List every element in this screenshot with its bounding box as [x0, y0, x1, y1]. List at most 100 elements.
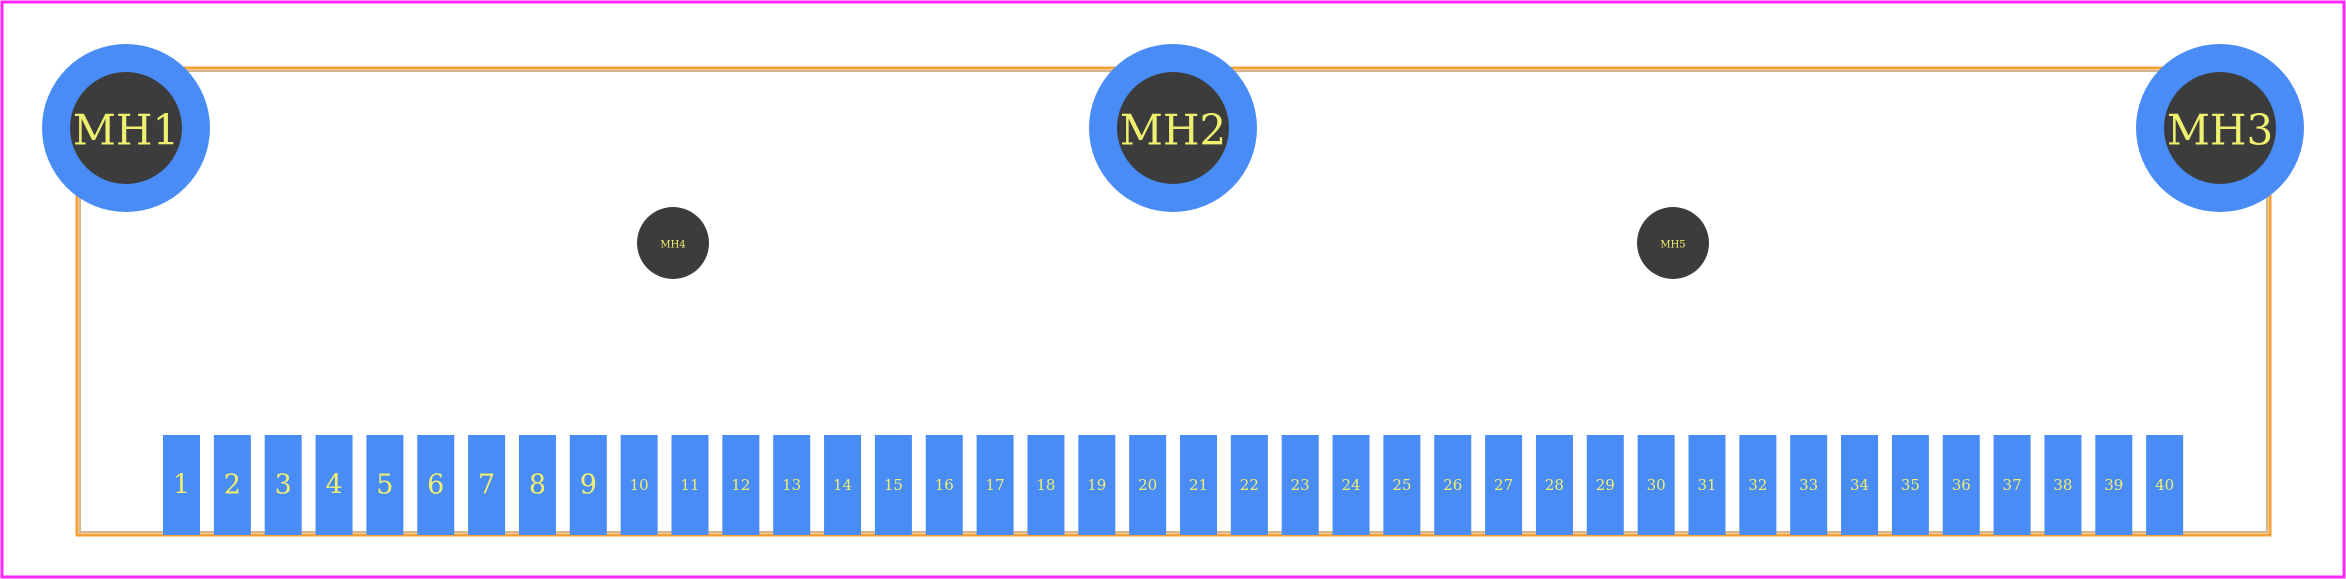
- pad-3[interactable]: 3: [264, 435, 302, 535]
- pad-label: 22: [1240, 476, 1259, 494]
- pad-shape: [1281, 435, 1319, 535]
- pad-33[interactable]: 33: [1790, 435, 1828, 535]
- pad-34[interactable]: 34: [1841, 435, 1879, 535]
- pad-40[interactable]: 40: [2146, 435, 2184, 535]
- pad-label: 37: [2003, 476, 2022, 494]
- pad-32[interactable]: 32: [1739, 435, 1777, 535]
- pad-27[interactable]: 27: [1485, 435, 1523, 535]
- pad-label: 7: [478, 470, 495, 501]
- pad-shape: [518, 435, 556, 535]
- pad-label: 29: [1596, 476, 1615, 494]
- pad-15[interactable]: 15: [874, 435, 912, 535]
- pad-shape: [620, 435, 658, 535]
- pad-shape: [1485, 435, 1523, 535]
- pad-31[interactable]: 31: [1688, 435, 1726, 535]
- pad-14[interactable]: 14: [824, 435, 862, 535]
- pad-38[interactable]: 38: [2044, 435, 2082, 535]
- pad-11[interactable]: 11: [671, 435, 709, 535]
- pad-label: 19: [1087, 476, 1106, 494]
- mounting-hole-mh3[interactable]: MH3: [2136, 44, 2304, 212]
- pad-37[interactable]: 37: [1993, 435, 2031, 535]
- pad-label: 31: [1697, 476, 1716, 494]
- pad-1[interactable]: 1: [163, 435, 200, 535]
- pad-shape: [1790, 435, 1828, 535]
- pad-12[interactable]: 12: [722, 435, 760, 535]
- pad-30[interactable]: 30: [1637, 435, 1675, 535]
- pad-9[interactable]: 9: [569, 435, 607, 535]
- pad-shape: [671, 435, 709, 535]
- pad-13[interactable]: 13: [773, 435, 811, 535]
- pad-label: 38: [2053, 476, 2072, 494]
- hole-label: MH1: [73, 106, 179, 155]
- pad-label: 32: [1748, 476, 1767, 494]
- pad-shape: [264, 435, 302, 535]
- pad-label: 17: [986, 476, 1005, 494]
- pad-shape: [925, 435, 963, 535]
- hole-label: MH3: [2167, 106, 2273, 155]
- pad-7[interactable]: 7: [468, 435, 506, 535]
- pad-label: 5: [376, 470, 393, 501]
- hole-label: MH4: [660, 240, 685, 251]
- pad-2[interactable]: 2: [213, 435, 251, 535]
- pad-label: 20: [1138, 476, 1157, 494]
- pad-label: 39: [2104, 476, 2123, 494]
- pad-36[interactable]: 36: [1942, 435, 1980, 535]
- pad-label: 26: [1443, 476, 1462, 494]
- pad-25[interactable]: 25: [1383, 435, 1421, 535]
- mounting-hole-mh4[interactable]: MH4: [637, 207, 709, 279]
- pad-5[interactable]: 5: [366, 435, 404, 535]
- hole-drill: [2164, 72, 2276, 184]
- pad-35[interactable]: 35: [1891, 435, 1929, 535]
- mounting-hole-mh5[interactable]: MH5: [1637, 207, 1709, 279]
- pad-8[interactable]: 8: [518, 435, 556, 535]
- pad-4[interactable]: 4: [315, 435, 353, 535]
- pad-19[interactable]: 19: [1078, 435, 1116, 535]
- pad-shape: [1841, 435, 1879, 535]
- pad-shape: [1535, 435, 1573, 535]
- pad-label: 12: [731, 476, 750, 494]
- pad-20[interactable]: 20: [1129, 435, 1167, 535]
- pad-shape: [2044, 435, 2082, 535]
- pad-shape: [1078, 435, 1116, 535]
- pad-label: 30: [1647, 476, 1666, 494]
- pad-22[interactable]: 22: [1230, 435, 1268, 535]
- pad-21[interactable]: 21: [1180, 435, 1217, 535]
- pad-shape: [1739, 435, 1777, 535]
- hole-label: MH5: [1660, 240, 1685, 251]
- pad-39[interactable]: 39: [2095, 435, 2133, 535]
- pad-shape: [569, 435, 607, 535]
- pad-label: 24: [1342, 476, 1361, 494]
- pad-label: 25: [1392, 476, 1411, 494]
- pad-shape: [976, 435, 1014, 535]
- pad-17[interactable]: 17: [976, 435, 1014, 535]
- mounting-hole-mh2[interactable]: MH2: [1089, 44, 1257, 212]
- pad-label: 15: [884, 476, 903, 494]
- pad-10[interactable]: 10: [620, 435, 658, 535]
- pad-23[interactable]: 23: [1281, 435, 1319, 535]
- pad-shape: [1332, 435, 1370, 535]
- hole-drill: [1117, 72, 1229, 184]
- pad-shape: [874, 435, 912, 535]
- pad-shape: [1230, 435, 1268, 535]
- pad-28[interactable]: 28: [1535, 435, 1573, 535]
- pad-label: 18: [1036, 476, 1055, 494]
- mounting-hole-mh1[interactable]: MH1: [42, 44, 210, 212]
- pad-24[interactable]: 24: [1332, 435, 1370, 535]
- pad-label: 1: [173, 470, 190, 501]
- pad-label: 13: [782, 476, 801, 494]
- pad-26[interactable]: 26: [1434, 435, 1472, 535]
- pad-18[interactable]: 18: [1027, 435, 1065, 535]
- pad-shape: [1993, 435, 2031, 535]
- pad-shape: [1637, 435, 1675, 535]
- pad-label: 40: [2155, 476, 2174, 494]
- pad-6[interactable]: 6: [417, 435, 455, 535]
- pad-shape: [2146, 435, 2184, 535]
- pad-label: 10: [630, 476, 649, 494]
- pad-label: 27: [1494, 476, 1513, 494]
- pad-shape: [1383, 435, 1421, 535]
- pad-label: 4: [325, 470, 342, 501]
- pad-16[interactable]: 16: [925, 435, 963, 535]
- pad-29[interactable]: 29: [1586, 435, 1624, 535]
